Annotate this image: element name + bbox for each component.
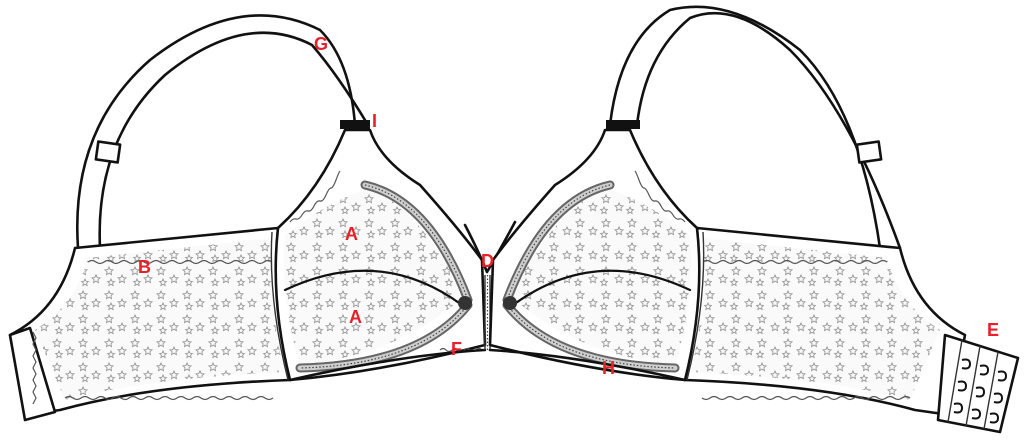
label-d-center-gore: D — [481, 251, 494, 271]
left-strap-ring — [340, 120, 370, 129]
label-a-upper-cup: A — [345, 224, 358, 244]
label-h-underwire: H — [602, 358, 615, 378]
left-side — [8, 128, 487, 422]
label-e-hook-closure: E — [987, 320, 1000, 340]
label-i-strap-ring: I — [372, 111, 378, 131]
label-b-side-wing: B — [138, 257, 151, 277]
label-f-bottom-band: F — [451, 339, 462, 359]
label-g-strap: G — [314, 34, 329, 54]
label-a-lower-cup: A — [349, 307, 362, 327]
left-cup-bow — [458, 296, 472, 310]
left-strap-slider — [94, 140, 122, 164]
right-strap — [606, 5, 902, 250]
right-strap-slider — [855, 140, 883, 164]
right-strap-ring — [606, 120, 640, 129]
left-strap — [76, 14, 370, 250]
hook-and-eye-closure — [936, 333, 1020, 434]
right-side — [488, 128, 967, 417]
